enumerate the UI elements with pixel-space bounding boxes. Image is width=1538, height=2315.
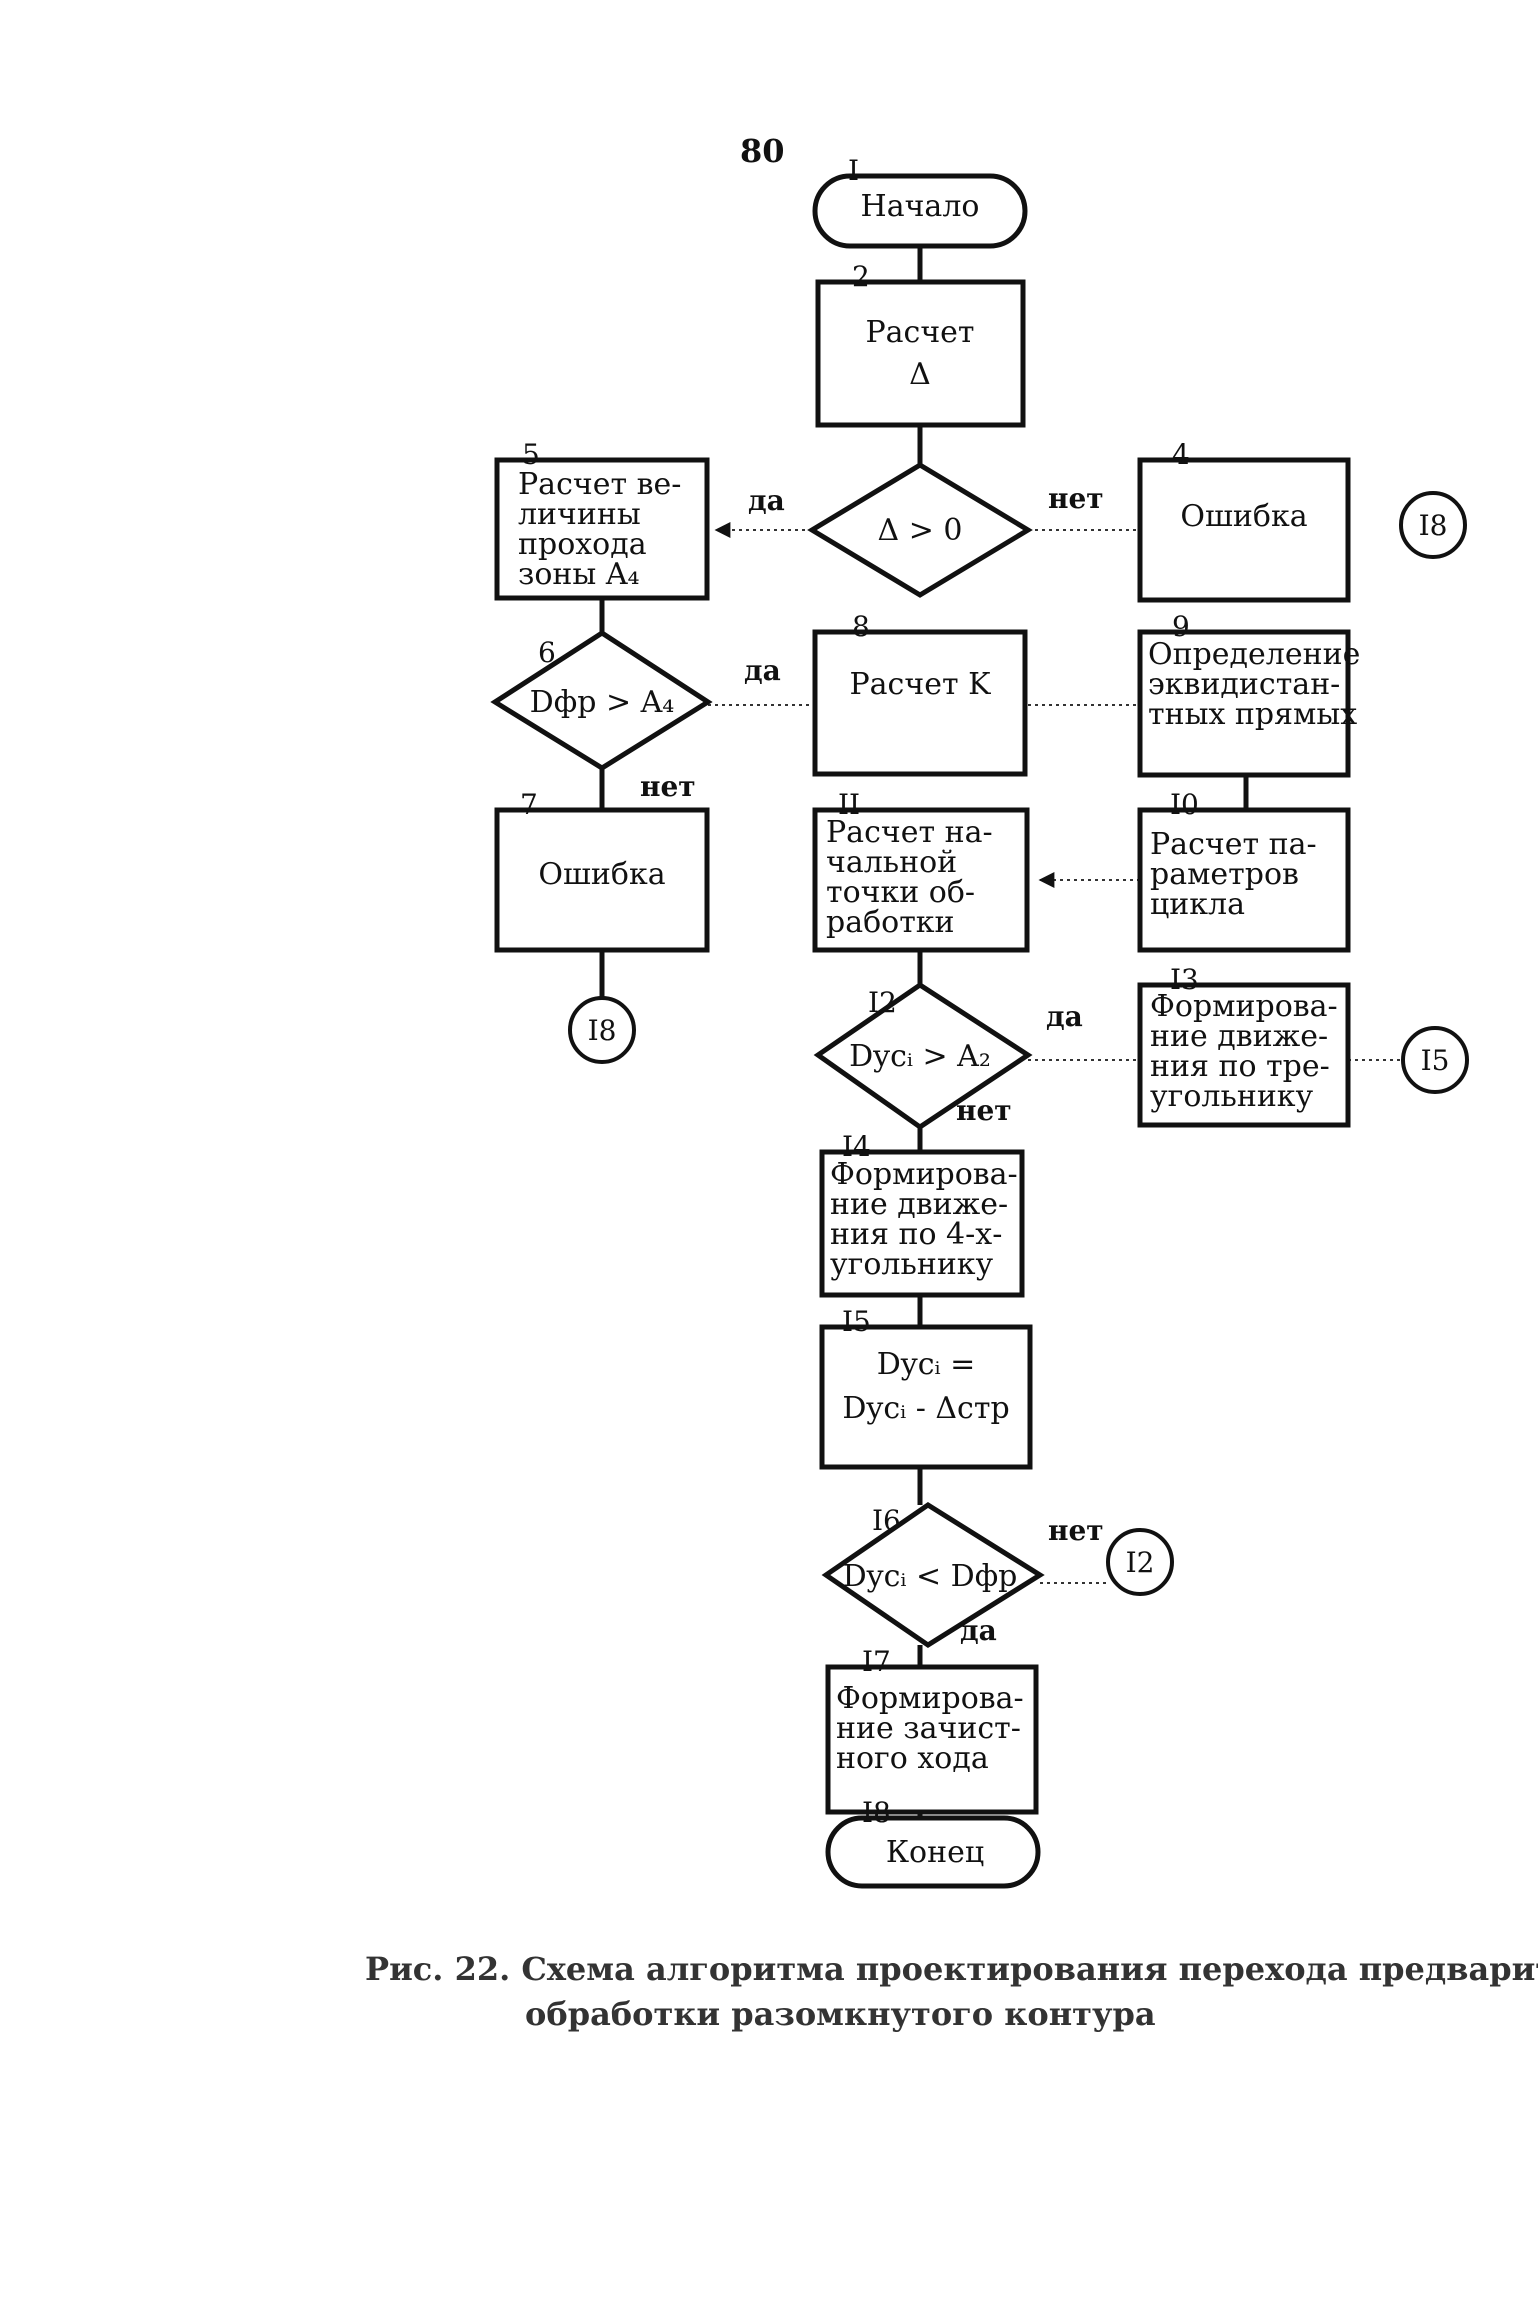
block-quad-motion: I4 Формирова- ние движе- ния по 4-х- уго…: [819, 1130, 1025, 1298]
block-text: ного хода: [836, 1741, 989, 1776]
block-number: I: [848, 154, 859, 187]
block-start: I Начало: [812, 154, 1028, 249]
block-text: ние зачист-: [836, 1711, 1021, 1746]
block-cycle-params: I0 Расчет па- раметров цикла: [1137, 788, 1351, 953]
block-text: Формирова-: [830, 1157, 1018, 1192]
block-text: угольнику: [1150, 1079, 1314, 1114]
block-number: 5: [522, 438, 540, 471]
block-text: зоны A₄: [518, 557, 640, 592]
block-calc-pass-zone: 5 Расчет ве- личины прохода зоны A₄: [494, 438, 710, 601]
block-number: 9: [1172, 610, 1190, 643]
edge-label-yes: да: [960, 1614, 997, 1647]
edge-label-no: нет: [1048, 482, 1104, 515]
block-text: Формирова-: [836, 1681, 1024, 1716]
page-number: 80: [740, 132, 785, 170]
connector-circle-18-right: I8: [1399, 491, 1467, 559]
block-dyc-update: I5 Dycᵢ = Dycᵢ - Δстр: [819, 1305, 1033, 1470]
block-calc-delta: 2 Расчет Δ: [815, 260, 1026, 428]
block-text: Расчет ве-: [518, 467, 681, 502]
block-equidistant-lines: 9 Определение эквидистан- тных прямых: [1137, 610, 1360, 778]
decision-dyc-gt-a2: I2 Dycᵢ > A₂: [813, 981, 1033, 1131]
block-finishing-pass: I7 Формирова- ние зачист- ного хода: [825, 1645, 1039, 1815]
block-text: ние движе-: [1150, 1019, 1328, 1054]
svg-text:I2: I2: [1126, 1546, 1155, 1579]
block-text: Dycᵢ - Δстр: [842, 1391, 1009, 1426]
block-text: эквидистан-: [1148, 667, 1340, 702]
block-number: 6: [538, 636, 556, 669]
decision-dyc-lt-dfr: I6 Dycᵢ < Dфр: [821, 1502, 1045, 1648]
block-text: чальной: [826, 845, 957, 880]
block-text: Конец: [886, 1835, 984, 1870]
block-text: работки: [826, 905, 955, 940]
block-number: I6: [872, 1504, 901, 1537]
block-text: цикла: [1150, 887, 1245, 922]
decision-text: Dфр > A₄: [530, 685, 675, 720]
block-text: Расчет K: [849, 667, 991, 702]
block-calc-k: 8 Расчет K: [812, 610, 1028, 777]
figure-caption-line2: обработки разомкнутого контура: [525, 1995, 1156, 2033]
decision-text: Dycᵢ > A₂: [849, 1039, 991, 1074]
block-text: ния по 4-х-: [830, 1217, 1002, 1252]
block-error-top: 4 Ошибка: [1137, 438, 1351, 603]
figure-caption-line1: Рис. 22. Схема алгоритма проектирования …: [365, 1950, 1538, 1988]
block-text: точки об-: [826, 875, 975, 910]
block-text: Начало: [861, 189, 980, 224]
decision-dfr-gt-a4: 6 Dфр > A₄: [490, 630, 713, 771]
svg-text:I8: I8: [1419, 509, 1448, 542]
edge-label-yes: да: [744, 654, 781, 687]
block-error-left: 7 Ошибка: [494, 788, 710, 953]
edge-label-no: нет: [1048, 1514, 1104, 1547]
block-text: тных прямых: [1148, 697, 1357, 732]
block-number: 8: [852, 610, 870, 643]
edge-label-no: нет: [956, 1094, 1012, 1127]
block-triangle-motion: I3 Формирова- ние движе- ния по тре- уго…: [1137, 963, 1351, 1128]
block-text: Определение: [1148, 637, 1360, 672]
block-number: I4: [842, 1130, 871, 1163]
block-text: Расчет па-: [1150, 827, 1317, 862]
block-text: Ошибка: [1180, 499, 1307, 534]
block-text: ния по тре-: [1150, 1049, 1330, 1084]
block-text: прохода: [518, 527, 647, 562]
connector-circle-12: I2: [1106, 1528, 1174, 1596]
block-number: 2: [852, 260, 870, 293]
block-text: раметров: [1150, 857, 1299, 892]
block-text: Формирова-: [1150, 989, 1338, 1024]
block-number: I8: [862, 1796, 891, 1829]
edge-label-yes: да: [1046, 1000, 1083, 1033]
decision-text: Δ > 0: [878, 513, 963, 548]
connector-circle-18-left: I8: [568, 996, 636, 1064]
block-number: I3: [1170, 963, 1199, 996]
block-number: I0: [1170, 788, 1199, 821]
dotted-lines: [708, 522, 1403, 1584]
block-number: I7: [862, 1645, 891, 1678]
block-text: Расчет на-: [826, 815, 993, 850]
decision-delta-positive: Δ > 0: [807, 462, 1033, 598]
svg-text:I5: I5: [1421, 1044, 1450, 1077]
block-number: I5: [842, 1305, 871, 1338]
edge-label-yes: да: [748, 484, 785, 517]
block-start-point: II Расчет на- чальной точки об- работки: [812, 788, 1030, 953]
block-number: 4: [1172, 438, 1190, 471]
block-number: 7: [520, 788, 538, 821]
block-text: Dycᵢ =: [877, 1347, 976, 1382]
block-text: личины: [518, 497, 641, 532]
block-text: Ошибка: [538, 857, 665, 892]
block-text: Δ: [909, 357, 931, 392]
block-text: ние движе-: [830, 1187, 1008, 1222]
block-number: I2: [868, 986, 897, 1019]
block-end: I8 Конец: [825, 1796, 1041, 1889]
block-text: угольнику: [830, 1247, 994, 1282]
connector-circle-15: I5: [1401, 1026, 1469, 1094]
block-number: II: [838, 788, 860, 821]
svg-text:I8: I8: [588, 1014, 617, 1047]
edge-label-no: нет: [640, 770, 696, 803]
block-text: Расчет: [865, 315, 974, 350]
decision-text: Dycᵢ < Dфр: [843, 1559, 1018, 1594]
